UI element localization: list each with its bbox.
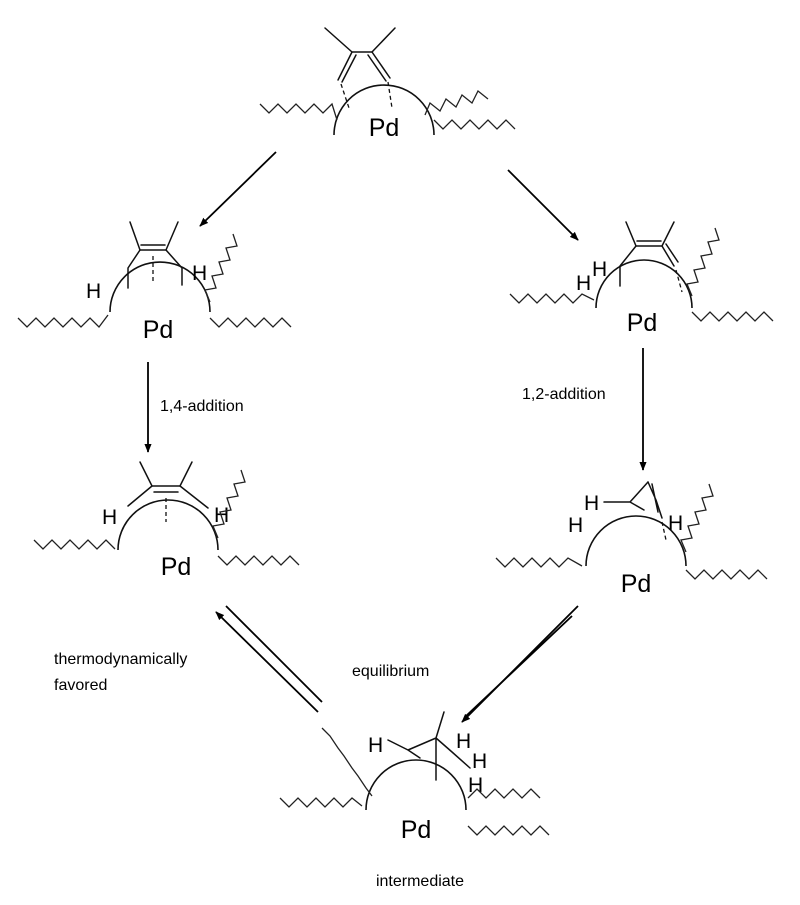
alkyl-skeleton: [387, 711, 471, 781]
pd-surface-arc: [117, 499, 219, 551]
alkyl-chain-upper: [424, 89, 489, 116]
top-complex: Pd: [259, 27, 516, 142]
terminal-carbon: [619, 245, 637, 287]
hydrogen-1: H: [576, 272, 591, 295]
hydrogen-1: H: [584, 492, 599, 515]
intermediate-complex: Pd H H H H: [279, 711, 550, 844]
arrow-line: [465, 615, 573, 717]
pd-label-left-1: Pd: [143, 316, 174, 344]
pd-surface-arc: [333, 84, 435, 136]
alkyl-chain-left: [509, 293, 595, 304]
arrow-to-right-branch: [507, 169, 579, 241]
pi-coordination-dashes: [340, 81, 393, 109]
alkyl-skeleton: [603, 481, 649, 511]
hydrogen-left: H: [86, 280, 101, 303]
diene-backbone: [139, 461, 193, 487]
hydrogen-2: H: [568, 514, 583, 537]
hydrogen-1: H: [368, 734, 383, 757]
pi-coordination-dash: [675, 269, 683, 293]
left-complex-1: Pd H H: [17, 221, 292, 344]
label-intermediate: intermediate: [376, 873, 464, 890]
double-bond-right: [367, 51, 391, 82]
diene-backbone: [324, 27, 396, 53]
alkyl-chain-upper: [686, 227, 720, 297]
alkyl-chain-upper: [212, 469, 246, 539]
pi-coordination-dash: [661, 521, 667, 541]
equilibrium-arrow-left: [215, 605, 323, 713]
alkyl-chain-right: [467, 825, 550, 836]
alkyl-chain-right: [685, 569, 768, 580]
arrow-back-to-14-product: [215, 611, 319, 713]
alkyl-chain-upper: [204, 233, 238, 303]
pd-surface-arc: [365, 759, 467, 811]
arrow-to-left-branch: [199, 151, 277, 227]
equilibrium-arrow-right: [461, 605, 579, 723]
pd-surface-arc: [585, 515, 687, 567]
label-favored: favored: [54, 677, 107, 694]
double-bond-right: [661, 243, 679, 267]
terminal-carbons: [127, 249, 183, 289]
pd-surface-arc: [595, 259, 693, 309]
pd-label-right-1: Pd: [627, 309, 658, 337]
alkyl-chain-upper: [680, 483, 714, 553]
pd-label-right-2: Pd: [621, 570, 652, 598]
pd-label-left-2: Pd: [161, 553, 192, 581]
label-equilibrium: equilibrium: [352, 663, 429, 680]
right-complex-1: Pd H H: [509, 221, 774, 337]
arrow-line: [225, 605, 323, 703]
hydrogen-left: H: [102, 506, 117, 529]
alkyl-chain-upper-left: [321, 727, 373, 797]
hydrogen-3: H: [668, 512, 683, 535]
label-thermodynamically: thermodynamically: [54, 651, 187, 668]
alkyl-chain-left: [33, 539, 116, 550]
pd-label-top: Pd: [369, 114, 400, 142]
alkyl-chain-right: [691, 311, 774, 322]
right-complex-2: Pd H H H: [495, 481, 768, 598]
hydrogen-2: H: [592, 258, 607, 281]
alkyl-chain-right: [217, 555, 300, 566]
alkyl-chain-left: [259, 102, 338, 121]
diene-backbone: [625, 221, 675, 247]
alkyl-chain-left: [279, 797, 363, 808]
alkyl-chain-left: [17, 314, 109, 328]
alkyl-chain-right: [433, 119, 516, 130]
alkyl-chain-left: [495, 557, 583, 568]
hydrogen-right: H: [192, 262, 207, 285]
label-14-addition: 1,4-addition: [160, 398, 244, 415]
pd-label-intermediate: Pd: [401, 816, 432, 844]
vinyl-double-bond: [647, 481, 663, 519]
terminal-carbons: [127, 485, 209, 509]
diene-backbone: [129, 221, 179, 251]
hydrogen-3: H: [472, 750, 487, 773]
double-bond-left: [337, 51, 357, 83]
hydrogen-2: H: [456, 730, 471, 753]
left-complex-2: Pd H H: [33, 461, 300, 581]
label-12-addition: 1,2-addition: [522, 386, 606, 403]
alkyl-chain-upper-right: [467, 788, 541, 799]
alkyl-chain-right: [209, 317, 292, 328]
